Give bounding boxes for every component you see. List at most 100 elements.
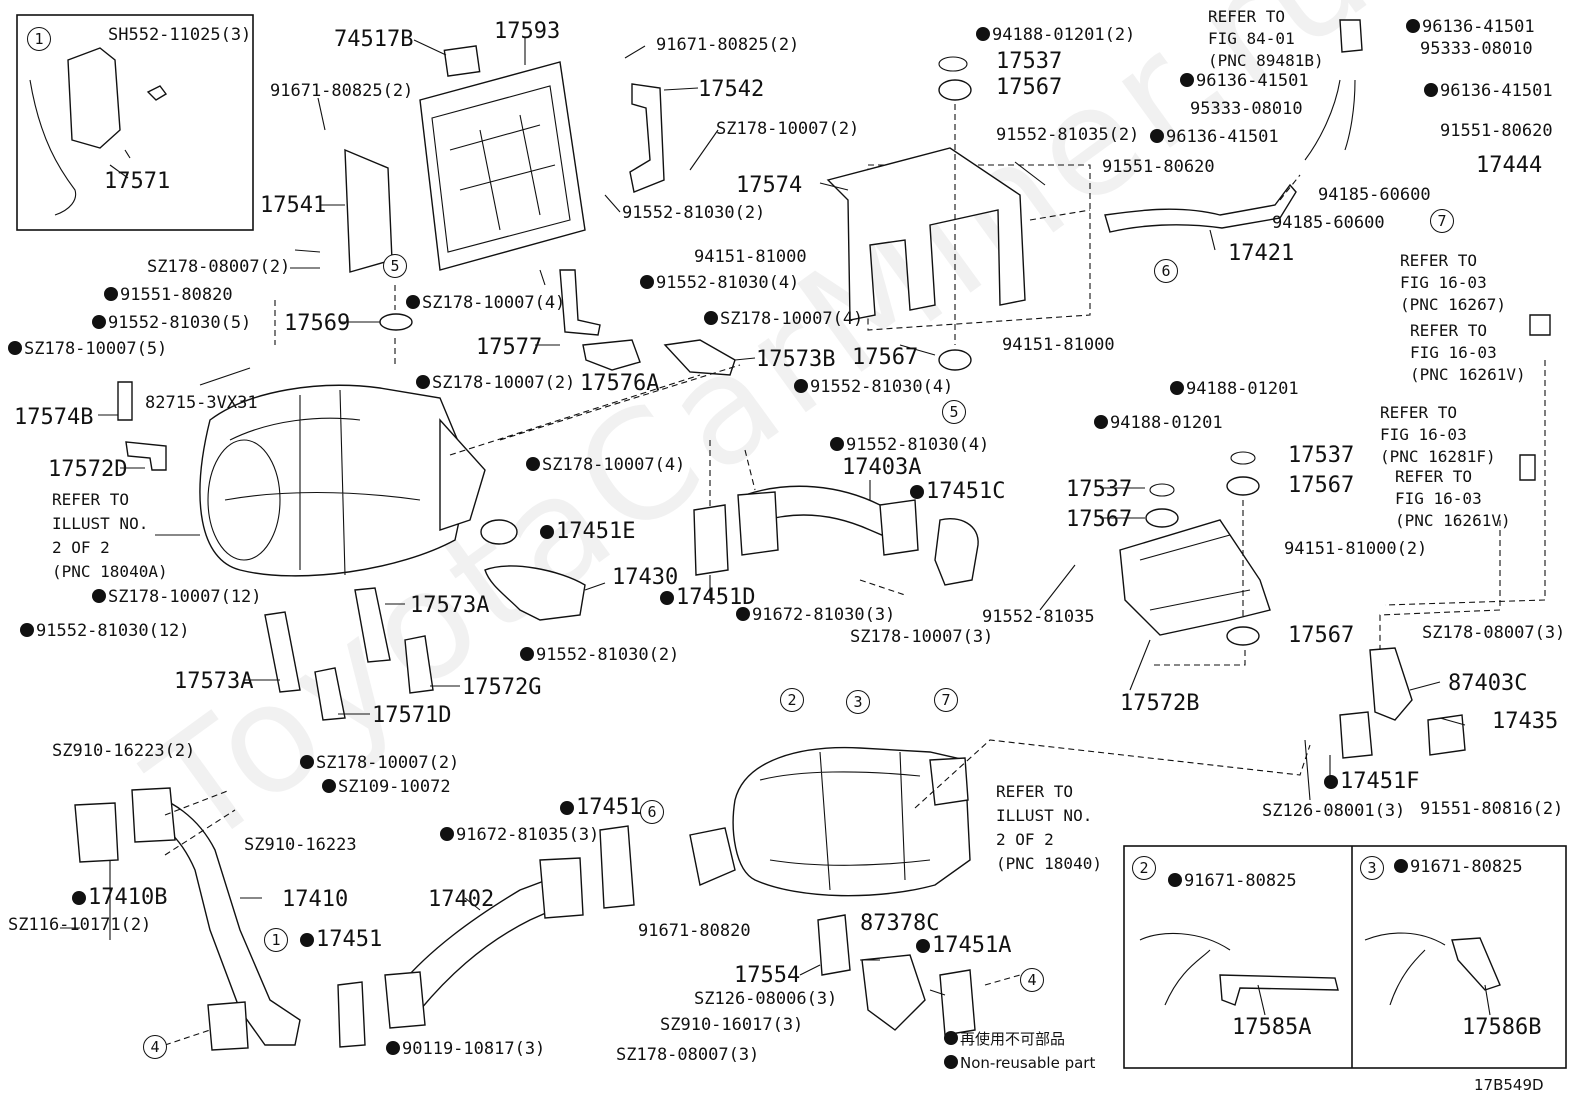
part-label[interactable]: 17451F	[1324, 770, 1419, 794]
part-label[interactable]: SZ910-16223	[244, 835, 357, 855]
part-label[interactable]: 17410B	[72, 886, 167, 910]
part-label[interactable]: 91671-80820	[638, 921, 751, 941]
part-label[interactable]: 17593	[494, 19, 561, 44]
part-label[interactable]: 91552-81030(5)	[92, 314, 251, 333]
part-label[interactable]: SZ178-10007(4)	[526, 456, 685, 475]
part-label[interactable]: 91671-80825(2)	[270, 81, 414, 101]
part-label[interactable]: 17585A	[1232, 1015, 1312, 1040]
part-label[interactable]: 17542	[698, 77, 765, 102]
part-label[interactable]: 91671-80825	[1394, 858, 1523, 877]
part-label[interactable]: 94185-60600	[1318, 185, 1431, 205]
part-label[interactable]: 17444	[1476, 153, 1543, 178]
part-label[interactable]: 82715-3VX31	[145, 393, 258, 413]
part-label[interactable]: 91552-81030(2)	[520, 646, 679, 665]
part-label[interactable]: SZ126-08001(3)	[1262, 801, 1406, 821]
part-label[interactable]: 17571D	[372, 703, 452, 728]
part-label[interactable]: 17567	[1066, 507, 1133, 532]
part-label[interactable]: SZ910-16017(3)	[660, 1015, 804, 1035]
part-label[interactable]: SZ178-10007(3)	[850, 627, 994, 647]
part-label[interactable]: 95333-08010	[1420, 39, 1533, 59]
part-label[interactable]: SZ178-10007(5)	[8, 340, 167, 359]
part-label[interactable]: 17421	[1228, 241, 1295, 266]
bracket-17577	[559, 269, 601, 336]
part-label[interactable]: 17451C	[910, 480, 1005, 504]
part-label[interactable]: SZ178-10007(12)	[92, 588, 262, 607]
part-label[interactable]: 91552-81030(4)	[830, 436, 989, 455]
part-label[interactable]: SZ178-08007(3)	[616, 1045, 760, 1065]
part-label[interactable]: 17451	[300, 928, 382, 952]
part-label[interactable]: 91552-81030(12)	[20, 622, 190, 641]
part-label[interactable]: SH552-11025(3)	[108, 25, 252, 45]
part-label[interactable]: 95333-08010	[1190, 99, 1303, 119]
part-label[interactable]: 94188-01201	[1094, 414, 1223, 433]
part-label[interactable]: 87403C	[1448, 671, 1528, 696]
part-label[interactable]: 94185-60600	[1272, 213, 1385, 233]
part-label[interactable]: SZ178-10007(2)	[416, 374, 575, 393]
part-label[interactable]: 17541	[260, 193, 327, 218]
part-label[interactable]: SZ109-10072	[322, 778, 451, 797]
part-label[interactable]: 94151-81000	[694, 247, 807, 267]
part-label[interactable]: 17451E	[540, 520, 635, 544]
part-label[interactable]: 94151-81000	[1002, 335, 1115, 355]
part-label[interactable]: 91672-81030(3)	[736, 606, 895, 625]
part-label[interactable]: SZ178-08007(2)	[147, 257, 291, 277]
part-label[interactable]: 17410	[282, 887, 349, 912]
part-label[interactable]: 17451A	[916, 934, 1011, 958]
part-label[interactable]: 96136-41501	[1180, 72, 1309, 91]
part-label[interactable]: 17574	[736, 173, 803, 198]
part-label[interactable]: 94188-01201	[1170, 380, 1299, 399]
part-label[interactable]: 17569	[284, 311, 351, 336]
part-label[interactable]: 17537	[1288, 443, 1355, 468]
part-label[interactable]: 17586B	[1462, 1015, 1542, 1040]
part-label[interactable]: 17435	[1492, 709, 1559, 734]
part-label[interactable]: 17567	[852, 345, 919, 370]
part-label[interactable]: 17572D	[48, 457, 128, 482]
part-label[interactable]: 91552-81030(2)	[622, 203, 766, 223]
part-label[interactable]: 17573A	[174, 669, 254, 694]
part-label[interactable]: 91552-81030(4)	[794, 378, 953, 397]
part-label[interactable]: SZ178-10007(2)	[716, 119, 860, 139]
part-label[interactable]: 17402	[428, 887, 495, 912]
part-label[interactable]: 17576A	[580, 371, 660, 396]
part-label[interactable]: SZ116-10171(2)	[8, 915, 152, 935]
part-label[interactable]: 17567	[1288, 623, 1355, 648]
part-label[interactable]: 91672-81035(3)	[440, 826, 599, 845]
part-label[interactable]: 17573A	[410, 593, 490, 618]
part-label[interactable]: 90119-10817(3)	[386, 1040, 545, 1059]
part-label[interactable]: 91552-81035(2)	[996, 125, 1140, 145]
part-label[interactable]: 17572B	[1120, 691, 1200, 716]
part-label[interactable]: 91551-80620	[1440, 121, 1553, 141]
part-label[interactable]: 96136-41501	[1406, 18, 1535, 37]
part-label[interactable]: 74517B	[334, 27, 414, 52]
part-label[interactable]: 17403A	[842, 455, 922, 480]
part-label[interactable]: 91551-80620	[1102, 157, 1215, 177]
part-label[interactable]: 91551-80816(2)	[1420, 799, 1564, 819]
part-label[interactable]: 94151-81000(2)	[1284, 539, 1428, 559]
part-label[interactable]: SZ910-16223(2)	[52, 741, 196, 761]
part-label[interactable]: 91552-81035	[982, 607, 1095, 627]
part-label[interactable]: SZ178-10007(2)	[300, 754, 459, 773]
part-label[interactable]: 91671-80825	[1168, 872, 1297, 891]
part-label[interactable]: 17573B	[756, 347, 836, 372]
part-label[interactable]: SZ178-08007(3)	[1422, 623, 1566, 643]
part-label[interactable]: 94188-01201(2)	[976, 26, 1135, 45]
part-label[interactable]: 91551-80820	[104, 286, 233, 305]
part-label[interactable]: 91552-81030(4)	[640, 274, 799, 293]
part-label[interactable]: SZ126-08006(3)	[694, 989, 838, 1009]
part-label[interactable]: 17554	[734, 963, 801, 988]
part-label[interactable]: 17577	[476, 335, 543, 360]
part-label[interactable]: 17571	[104, 169, 171, 194]
part-label[interactable]: 17537	[1066, 477, 1133, 502]
part-label[interactable]: 87378C	[860, 911, 940, 936]
part-label[interactable]: 96136-41501	[1150, 128, 1279, 147]
part-label[interactable]: 17567	[996, 75, 1063, 100]
part-label[interactable]: SZ178-10007(4)	[704, 310, 863, 329]
part-label[interactable]: 96136-41501	[1424, 82, 1553, 101]
part-label[interactable]: 17572G	[462, 675, 542, 700]
part-label[interactable]: 17574B	[14, 405, 94, 430]
part-label[interactable]: SZ178-10007(4)	[406, 294, 565, 313]
part-label[interactable]: 17537	[996, 49, 1063, 74]
part-label[interactable]: 91671-80825(2)	[656, 35, 800, 55]
part-label[interactable]: 17451	[560, 796, 642, 820]
part-label[interactable]: 17567	[1288, 473, 1355, 498]
